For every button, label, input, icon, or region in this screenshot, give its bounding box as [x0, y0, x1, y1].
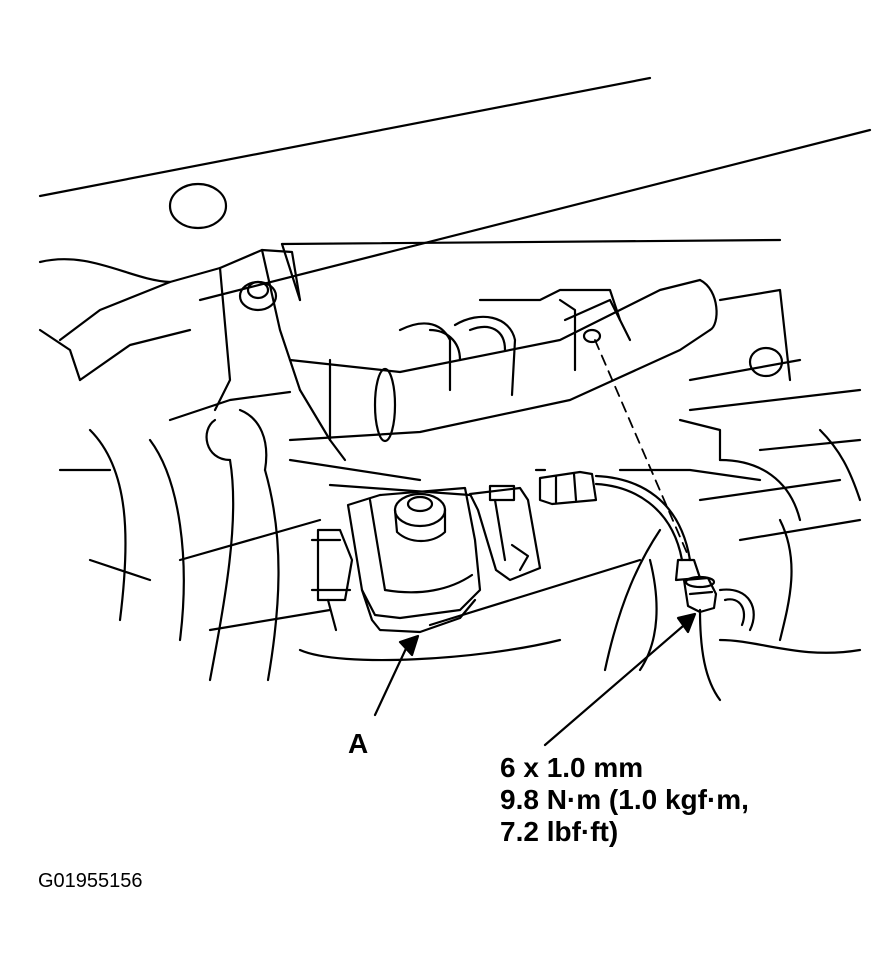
leader-lines [373, 612, 697, 747]
torque-line-1: 9.8 N·m (1.0 kgf·m, [500, 784, 749, 815]
bolt-spec-callout: 6 x 1.0 mm 9.8 N·m (1.0 kgf·m, 7.2 lbf·f… [500, 752, 749, 848]
engine-cover [38, 76, 872, 302]
part-a-mount [346, 486, 482, 634]
lower-rails [178, 458, 642, 662]
sensor-connector [534, 468, 598, 506]
callout-label-a: A [348, 728, 369, 759]
bolt-install-guide [594, 339, 691, 561]
bolt-size-label: 6 x 1.0 mm [500, 752, 644, 783]
left-bracket [38, 248, 347, 462]
coolant-pipe [288, 278, 718, 443]
left-hose [58, 408, 280, 682]
hose-cluster [398, 288, 862, 462]
harness-clip [310, 528, 354, 632]
lower-right-housing [603, 428, 862, 702]
sensor-wire [594, 474, 702, 582]
mount-bracket [468, 484, 542, 582]
torque-line-2: 7.2 lbf·ft) [500, 816, 619, 847]
figure-id: G01955156 [38, 870, 143, 892]
bolt-6x1 [682, 575, 718, 614]
